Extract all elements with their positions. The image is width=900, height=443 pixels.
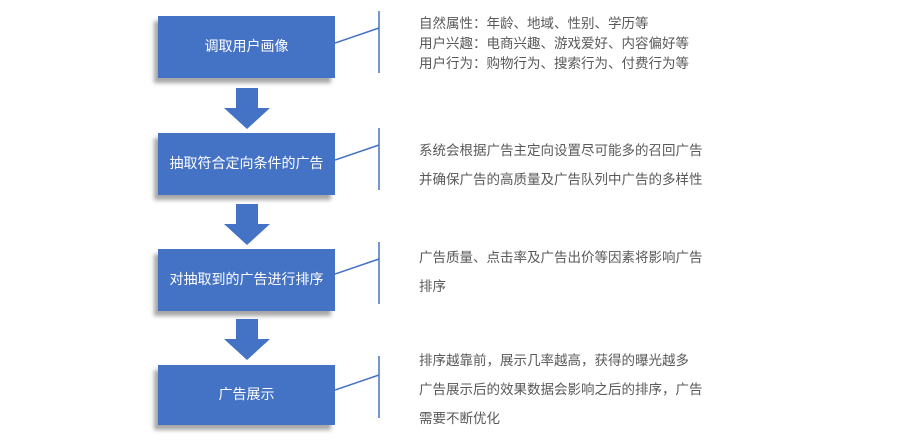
step-box-4: 广告展示 [158, 365, 335, 425]
connector-4 [335, 356, 380, 418]
connector-3 [335, 242, 380, 304]
note-line: 系统会根据广告主定向设置尽可能多的召回广告 [419, 143, 703, 159]
note-line: 广告展示后的效果数据会影响之后的排序，广告 [419, 382, 703, 398]
step-note-2: 系统会根据广告主定向设置尽可能多的召回广告 并确保广告的高质量及广告队列中广告的… [419, 137, 759, 195]
note-line: 用户兴趣：电商兴趣、游戏爱好、内容偏好等 [419, 36, 689, 52]
note-line: 需要不断优化 [419, 411, 500, 427]
step-label-2: 抽取符合定向条件的广告 [169, 156, 324, 172]
step-box-2: 抽取符合定向条件的广告 [158, 133, 335, 195]
connector-1 [335, 11, 380, 73]
down-arrow-icon [224, 204, 270, 245]
step-note-4: 排序越靠前，展示几率越高，获得的曝光越多 广告展示后的效果数据会影响之后的排序，… [419, 347, 759, 434]
step-note-1: 自然属性：年龄、地域、性别、学历等 用户兴趣：电商兴趣、游戏爱好、内容偏好等 用… [419, 14, 759, 74]
note-line: 用户行为：购物行为、搜索行为、付费行为等 [419, 56, 689, 72]
note-line: 自然属性：年龄、地域、性别、学历等 [419, 16, 649, 32]
step-label-4: 广告展示 [218, 387, 275, 403]
step-box-1: 调取用户画像 [158, 16, 335, 78]
note-line: 排序越靠前，展示几率越高，获得的曝光越多 [419, 353, 689, 369]
note-line: 广告质量、点击率及广告出价等因素将影响广告 [419, 250, 703, 266]
down-arrow-icon [224, 88, 270, 129]
step-label-3: 对抽取到的广告进行排序 [169, 272, 324, 288]
connector-2 [335, 128, 380, 190]
note-line: 并确保广告的高质量及广告队列中广告的多样性 [419, 172, 703, 188]
step-box-3: 对抽取到的广告进行排序 [158, 249, 335, 311]
step-note-3: 广告质量、点击率及广告出价等因素将影响广告 排序 [419, 244, 759, 302]
note-line: 排序 [419, 279, 446, 295]
step-label-1: 调取用户画像 [204, 39, 289, 55]
down-arrow-icon [224, 319, 270, 360]
